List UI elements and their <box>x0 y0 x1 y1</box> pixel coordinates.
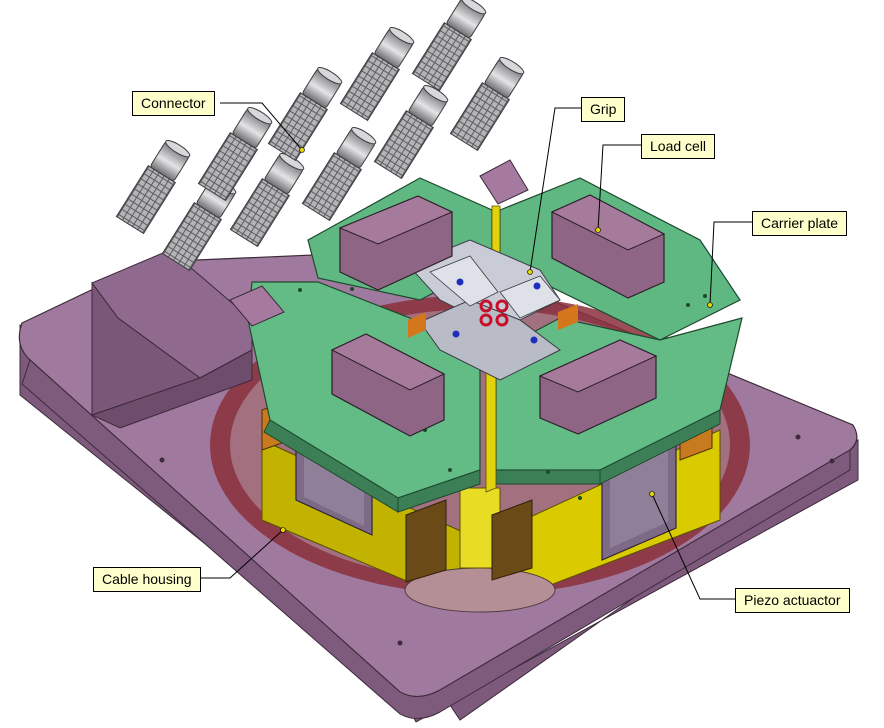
leader-cable-housing <box>197 529 284 579</box>
leader-carrier-plate <box>709 221 752 306</box>
specimen-cross <box>479 299 509 327</box>
load-cell-front-right <box>538 339 658 435</box>
connector <box>197 107 273 202</box>
connector <box>449 57 525 152</box>
leader-connector <box>220 102 303 151</box>
connector <box>115 140 191 235</box>
connector <box>301 127 377 222</box>
load-cell-back-left <box>338 195 454 291</box>
connector-array <box>115 0 529 327</box>
connector <box>229 153 305 248</box>
connector <box>339 27 415 122</box>
callout-load-cell: Load cell <box>641 134 716 159</box>
connector <box>267 67 343 162</box>
callout-connector: Connector <box>132 91 215 116</box>
grip-assembly <box>407 239 578 381</box>
leader-piezo-actuator <box>651 493 735 600</box>
callout-grip: Grip <box>581 97 626 122</box>
connector <box>373 85 449 180</box>
callout-carrier-plate: Carrier plate <box>752 211 848 236</box>
leader-grip <box>529 107 581 273</box>
leader-lines <box>197 102 752 600</box>
leader-load-cell <box>597 144 641 231</box>
callout-cable-housing: Cable housing <box>93 567 201 592</box>
callout-piezo-actuator: Piezo actuactor <box>735 588 850 613</box>
load-cell-front-left <box>330 333 446 437</box>
connector <box>411 0 487 92</box>
load-cell-back-right <box>550 194 666 299</box>
